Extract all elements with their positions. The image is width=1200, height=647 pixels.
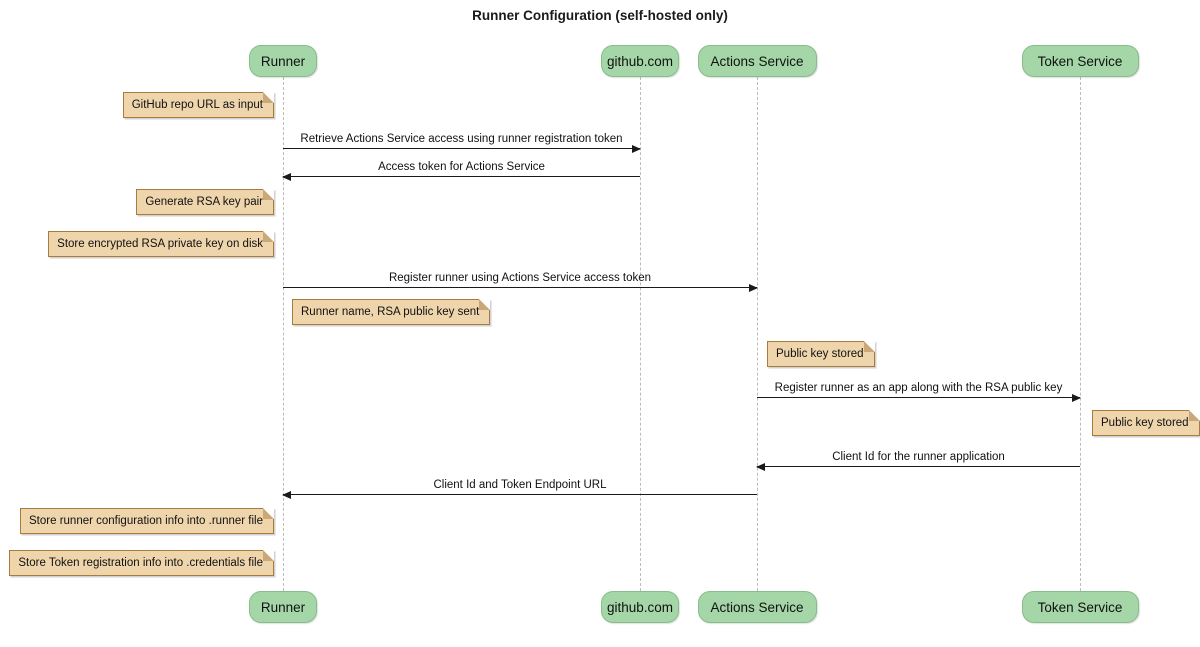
message-line [757, 397, 1080, 398]
message-label: Retrieve Actions Service access using ru… [300, 133, 623, 145]
participant-label: Runner [260, 599, 306, 615]
message-label: Register runner using Actions Service ac… [388, 272, 652, 284]
note-text: Store encrypted RSA private key on disk [57, 238, 263, 250]
participant-bottom-runner: Runner [249, 591, 317, 623]
arrowhead-icon [749, 283, 758, 292]
participant-label: Actions Service [710, 599, 804, 615]
arrowhead-icon [282, 172, 291, 181]
message-label: Access token for Actions Service [378, 161, 545, 173]
message-line [757, 466, 1080, 467]
arrowhead-icon [632, 144, 641, 153]
note-text: Generate RSA key pair [145, 196, 263, 208]
participant-bottom-token-service: Token Service [1021, 591, 1139, 623]
participant-top-runner: Runner [249, 45, 317, 77]
note-text: Store Token registration info into .cred… [18, 557, 263, 569]
note-text: Runner name, RSA public key sent [301, 306, 480, 318]
lifeline-token-service [1079, 77, 1081, 591]
note-3: Store encrypted RSA private key on disk [48, 231, 274, 257]
note-text: GitHub repo URL as input [131, 99, 263, 111]
participant-bottom-actions-service: Actions Service [697, 591, 817, 623]
arrowhead-icon [756, 462, 765, 471]
note-7: Store runner configuration info into .ru… [20, 508, 274, 534]
participant-top-token-service: Token Service [1021, 45, 1139, 77]
message-line [283, 148, 640, 149]
lifeline-github-com [639, 77, 641, 591]
note-text: Public key stored [776, 348, 864, 360]
message-label: Client Id and Token Endpoint URL [433, 479, 607, 491]
note-5: Public key stored [767, 341, 875, 367]
lifeline-actions-service [756, 77, 758, 591]
note-text: Public key stored [1101, 417, 1189, 429]
arrowhead-icon [282, 490, 291, 499]
note-2: Generate RSA key pair [136, 189, 274, 215]
note-text: Store runner configuration info into .ru… [29, 515, 263, 527]
lifeline-runner [282, 77, 284, 591]
message-line [283, 176, 640, 177]
note-8: Store Token registration info into .cred… [9, 550, 274, 576]
note-4: Runner name, RSA public key sent [292, 299, 491, 325]
message-line [283, 494, 757, 495]
participant-top-actions-service: Actions Service [697, 45, 817, 77]
note-1: GitHub repo URL as input [122, 92, 275, 118]
participant-label: github.com [606, 599, 674, 615]
diagram-title: Runner Configuration (self-hosted only) [472, 8, 728, 23]
message-label: Register runner as an app along with the… [774, 382, 1063, 394]
message-label: Client Id for the runner application [832, 451, 1005, 463]
participant-label: Actions Service [710, 53, 804, 69]
participant-label: github.com [606, 53, 674, 69]
participant-label: Token Service [1037, 53, 1123, 69]
participant-label: Token Service [1037, 599, 1123, 615]
arrowhead-icon [1072, 393, 1081, 402]
participant-top-github-com: github.com [601, 45, 679, 77]
participant-bottom-github-com: github.com [601, 591, 679, 623]
message-line [283, 287, 757, 288]
participant-label: Runner [260, 53, 306, 69]
note-6: Public key stored [1092, 410, 1200, 436]
